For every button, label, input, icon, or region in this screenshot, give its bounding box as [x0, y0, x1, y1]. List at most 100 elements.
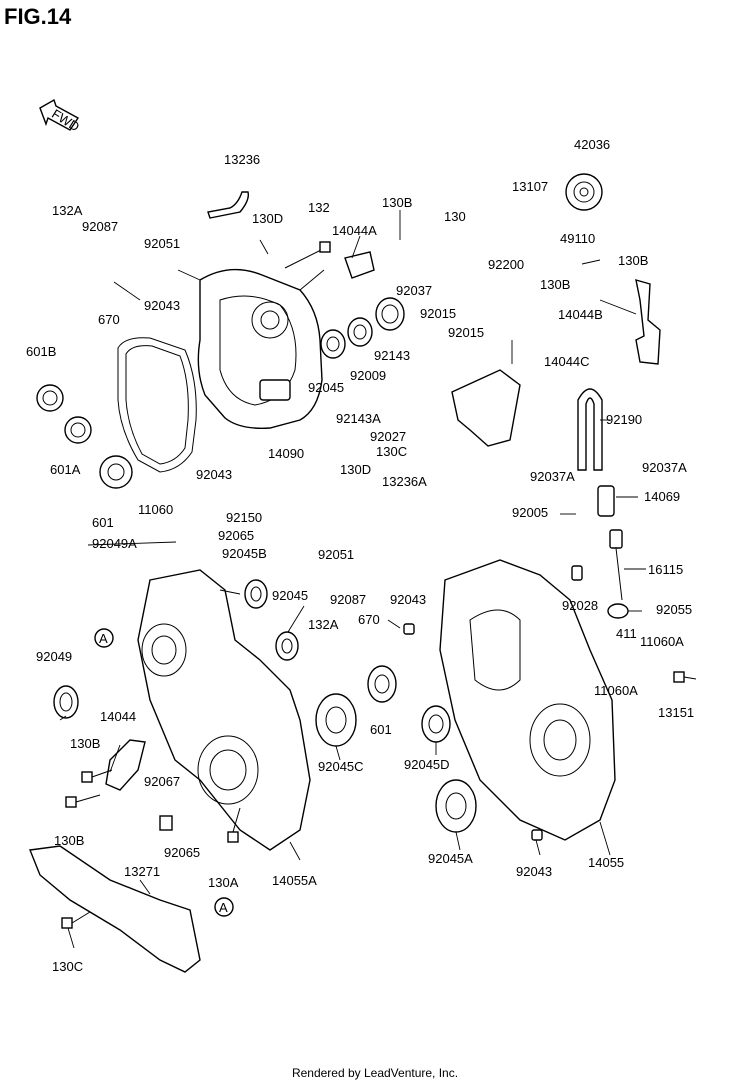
part-label-92037: 92037 — [396, 283, 432, 298]
bolt-130B-a — [81, 769, 113, 783]
part-label-92051: 92051 — [144, 236, 180, 251]
part-label-92087: 92087 — [330, 592, 366, 607]
part-label-92043: 92043 — [516, 864, 552, 879]
part-label-132a: 132A — [308, 617, 339, 632]
part-label-130c: 130C — [376, 444, 407, 459]
part-label-14055a: 14055A — [272, 873, 317, 888]
part-label-92055: 92055 — [656, 602, 692, 617]
bolt-130C-lower — [61, 911, 91, 929]
part-label-14055: 14055 — [588, 855, 624, 870]
part-label-13151: 13151 — [658, 705, 694, 720]
dowel-92043-lower — [531, 829, 543, 841]
part-label-130c: 130C — [52, 959, 83, 974]
seal-92049 — [53, 685, 79, 719]
part-label-130b: 130B — [54, 833, 84, 848]
pin-92028 — [571, 565, 583, 581]
part-label-14069: 14069 — [644, 489, 680, 504]
part-label-92045d: 92045D — [404, 757, 450, 772]
part-label-130b: 130B — [618, 253, 648, 268]
shift-lever-13236 — [207, 191, 250, 219]
part-label-92049: 92049 — [36, 649, 72, 664]
part-label-670: 670 — [358, 612, 380, 627]
footer-credit: Rendered by LeadVenture, Inc. — [291, 1066, 459, 1080]
bearing-92045C — [315, 693, 357, 747]
svg-text:A: A — [99, 631, 108, 646]
part-label-130b: 130B — [540, 277, 570, 292]
part-label-14090: 14090 — [268, 446, 304, 461]
part-label-92049a: 92049A — [92, 536, 137, 551]
part-label-92143a: 92143A — [336, 411, 381, 426]
seal-92045-lower — [275, 631, 299, 661]
part-label-601: 601 — [370, 722, 392, 737]
seal-92009 — [347, 317, 373, 347]
bracket-14044 — [105, 739, 146, 791]
svg-text:A: A — [219, 900, 228, 915]
bracket-14044B — [635, 279, 661, 365]
upper-cover-part — [197, 268, 323, 429]
seal-92045B — [244, 579, 268, 609]
plate-14044C — [451, 369, 521, 447]
part-label-92045: 92045 — [272, 588, 308, 603]
bearing-601-lower — [367, 665, 397, 703]
part-label-11060a: 11060A — [594, 683, 638, 698]
part-label-92065: 92065 — [218, 528, 254, 543]
part-label-49110: 49110 — [560, 231, 595, 246]
part-label-92005: 92005 — [512, 505, 548, 520]
part-label-14044c: 14044C — [544, 354, 590, 369]
cover-13271 — [29, 845, 201, 973]
part-label-92087: 92087 — [82, 219, 118, 234]
hose-92190 — [577, 388, 603, 471]
part-label-16115: 16115 — [648, 562, 683, 577]
part-label-92190: 92190 — [606, 412, 642, 427]
figure-title: FIG.14 — [4, 4, 72, 29]
part-label-670: 670 — [98, 312, 120, 327]
bearing-601A — [64, 416, 92, 444]
part-label-92043: 92043 — [390, 592, 426, 607]
leader-lines — [59, 210, 646, 949]
part-label-92045b: 92045B — [222, 546, 267, 561]
part-label-130b: 130B — [382, 195, 412, 210]
part-label-92143: 92143 — [374, 348, 410, 363]
part-label-13107: 13107 — [512, 179, 548, 194]
gear-49110 — [565, 173, 603, 211]
part-label-13236a: 13236A — [382, 474, 427, 489]
part-label-92027: 92027 — [370, 429, 406, 444]
plug-92067 — [159, 815, 173, 831]
part-label-92067: 92067 — [144, 774, 180, 789]
lower-left-housing — [137, 569, 311, 851]
part-label-92045: 92045 — [308, 380, 344, 395]
part-label-11060a: 11060A — [640, 634, 684, 649]
dipstick-16115 — [609, 529, 623, 601]
part-label-130a: 130A — [208, 875, 239, 890]
collar-92143 — [375, 297, 405, 331]
part-label-92150: 92150 — [226, 510, 262, 525]
part-label-130d: 130D — [252, 211, 283, 226]
filter-14069 — [597, 485, 615, 517]
lower-right-housing — [439, 559, 616, 841]
part-label-92200: 92200 — [488, 257, 524, 272]
part-label-132: 132 — [308, 200, 330, 215]
callout-a-right: A — [214, 897, 234, 917]
callout-a-left: A — [94, 628, 114, 648]
part-label-13236: 13236 — [224, 152, 260, 167]
part-label-92051: 92051 — [318, 547, 354, 562]
bolt-13151 — [673, 671, 697, 683]
part-label-130: 130 — [444, 209, 466, 224]
seal-92045D — [421, 705, 451, 743]
bearing-601B — [36, 384, 64, 412]
bolt-130A — [227, 807, 241, 843]
fwd-arrow-icon: FWD — [39, 98, 82, 134]
part-label-130b: 130B — [70, 736, 100, 751]
part-label-92037a: 92037A — [530, 469, 575, 484]
gasket-11060 — [117, 337, 197, 473]
part-label-92028: 92028 — [562, 598, 598, 613]
part-label-130d: 130D — [340, 462, 371, 477]
part-label-601a: 601A — [50, 462, 81, 477]
bearing-92045A — [435, 779, 477, 833]
part-label-92015: 92015 — [420, 306, 456, 321]
bearing-601 — [99, 455, 133, 489]
part-label-92043: 92043 — [144, 298, 180, 313]
part-label-11060: 11060 — [138, 502, 173, 517]
